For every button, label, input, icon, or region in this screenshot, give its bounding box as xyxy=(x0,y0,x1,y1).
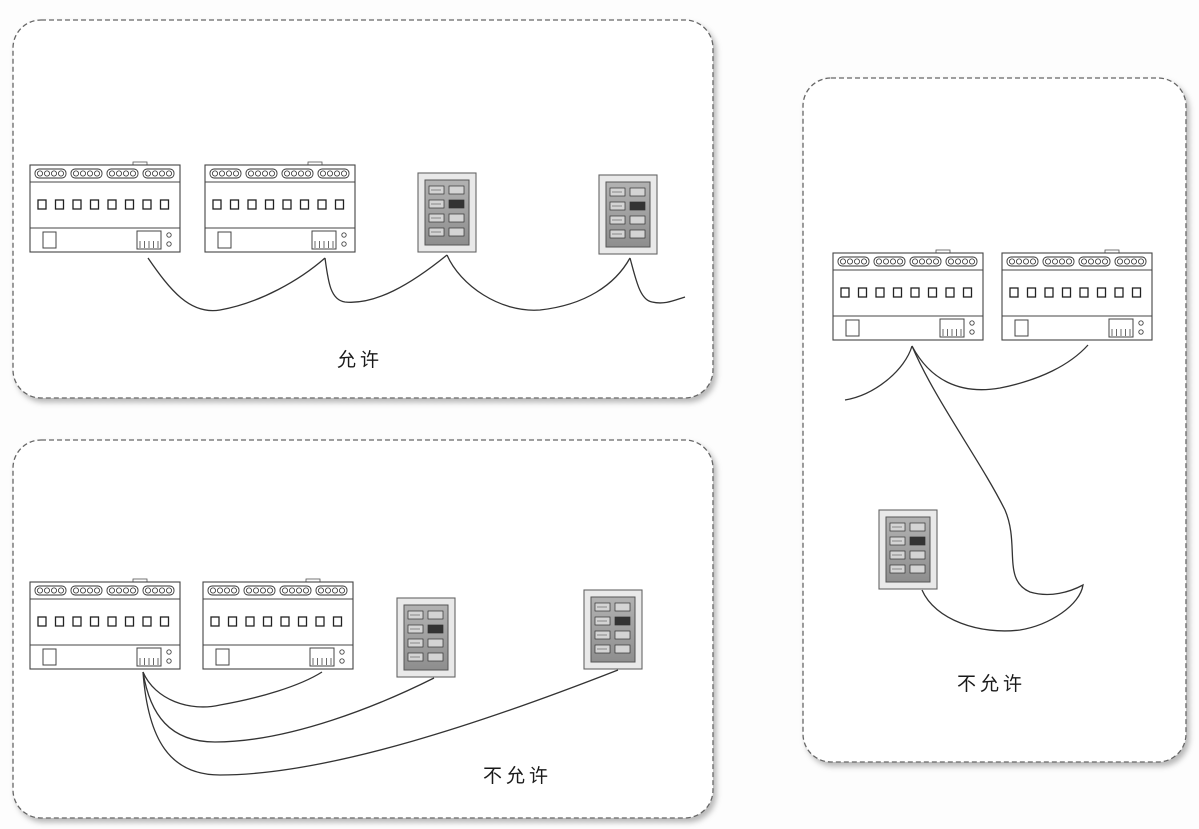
panel-bottom-left xyxy=(12,439,714,819)
bus-cables xyxy=(142,254,1089,776)
cable-10 xyxy=(911,345,1084,632)
cable-8 xyxy=(844,345,913,401)
cable-5 xyxy=(142,671,323,708)
control-panel-5 xyxy=(878,509,938,590)
panel-top-left-label: 允许 xyxy=(337,349,383,371)
cable-4 xyxy=(629,257,686,304)
actuator-2 xyxy=(204,161,356,253)
actuator-5 xyxy=(832,249,984,341)
control-panel-3 xyxy=(396,597,456,678)
actuator-4 xyxy=(202,578,354,670)
cable-3 xyxy=(446,254,631,311)
cable-2 xyxy=(324,254,448,303)
cable-1 xyxy=(147,257,326,312)
control-panel-4 xyxy=(583,589,643,670)
cable-7 xyxy=(142,669,619,776)
panel-right-label: 不允许 xyxy=(957,673,1026,695)
actuator-1 xyxy=(29,161,181,253)
panel-bottom-left-label: 不允许 xyxy=(483,765,552,787)
cable-9 xyxy=(911,344,1089,391)
actuator-3 xyxy=(29,578,181,670)
control-panel-2 xyxy=(598,174,658,255)
actuator-6 xyxy=(1001,249,1153,341)
cable-6 xyxy=(142,671,435,743)
panel-right xyxy=(802,77,1187,763)
control-panel-1 xyxy=(417,172,477,253)
